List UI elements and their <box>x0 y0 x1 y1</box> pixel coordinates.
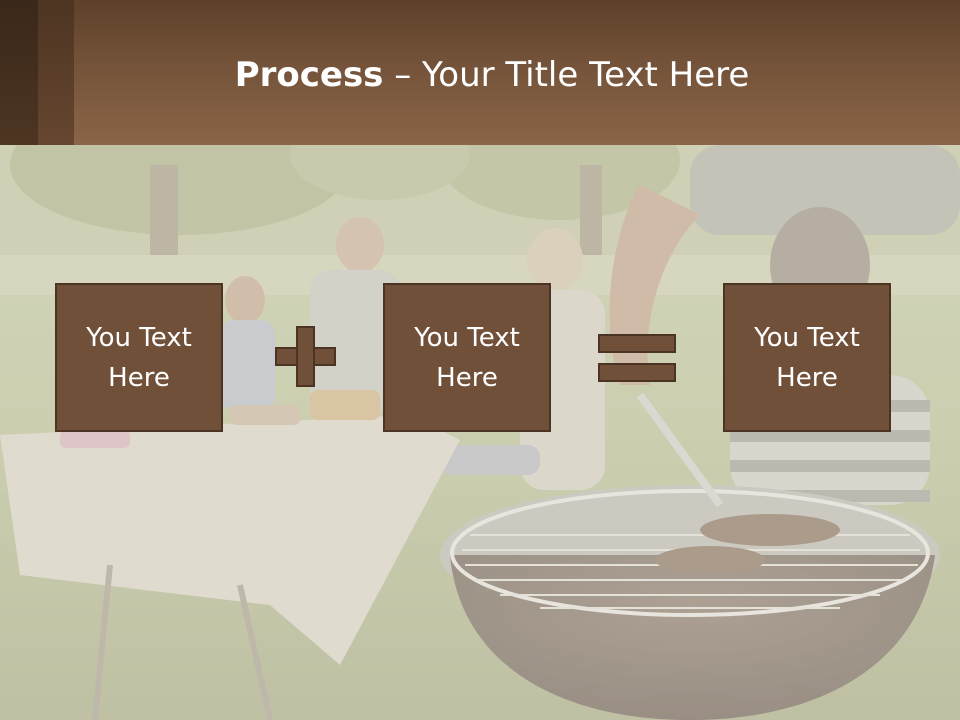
header-band: Process – Your Title Text Here <box>0 0 960 145</box>
process-step-1: You Text Here <box>55 283 223 432</box>
process-step-3-label: You Text Here <box>754 322 860 393</box>
title-bold: Process <box>234 55 384 95</box>
process-step-3: You Text Here <box>723 283 891 432</box>
equals-bar-bottom <box>598 363 676 382</box>
process-step-1-label: You Text Here <box>86 322 192 393</box>
slide-title: Process – Your Title Text Here <box>0 50 960 100</box>
equals-bar-top <box>598 334 676 353</box>
process-step-2-label: You Text Here <box>414 322 520 393</box>
header-accent-dark <box>0 0 38 145</box>
background-photo <box>0 145 960 720</box>
header-accent-mid <box>38 0 74 145</box>
title-rest: – Your Title Text Here <box>383 55 750 95</box>
process-step-2: You Text Here <box>383 283 551 432</box>
plus-center <box>298 349 313 364</box>
